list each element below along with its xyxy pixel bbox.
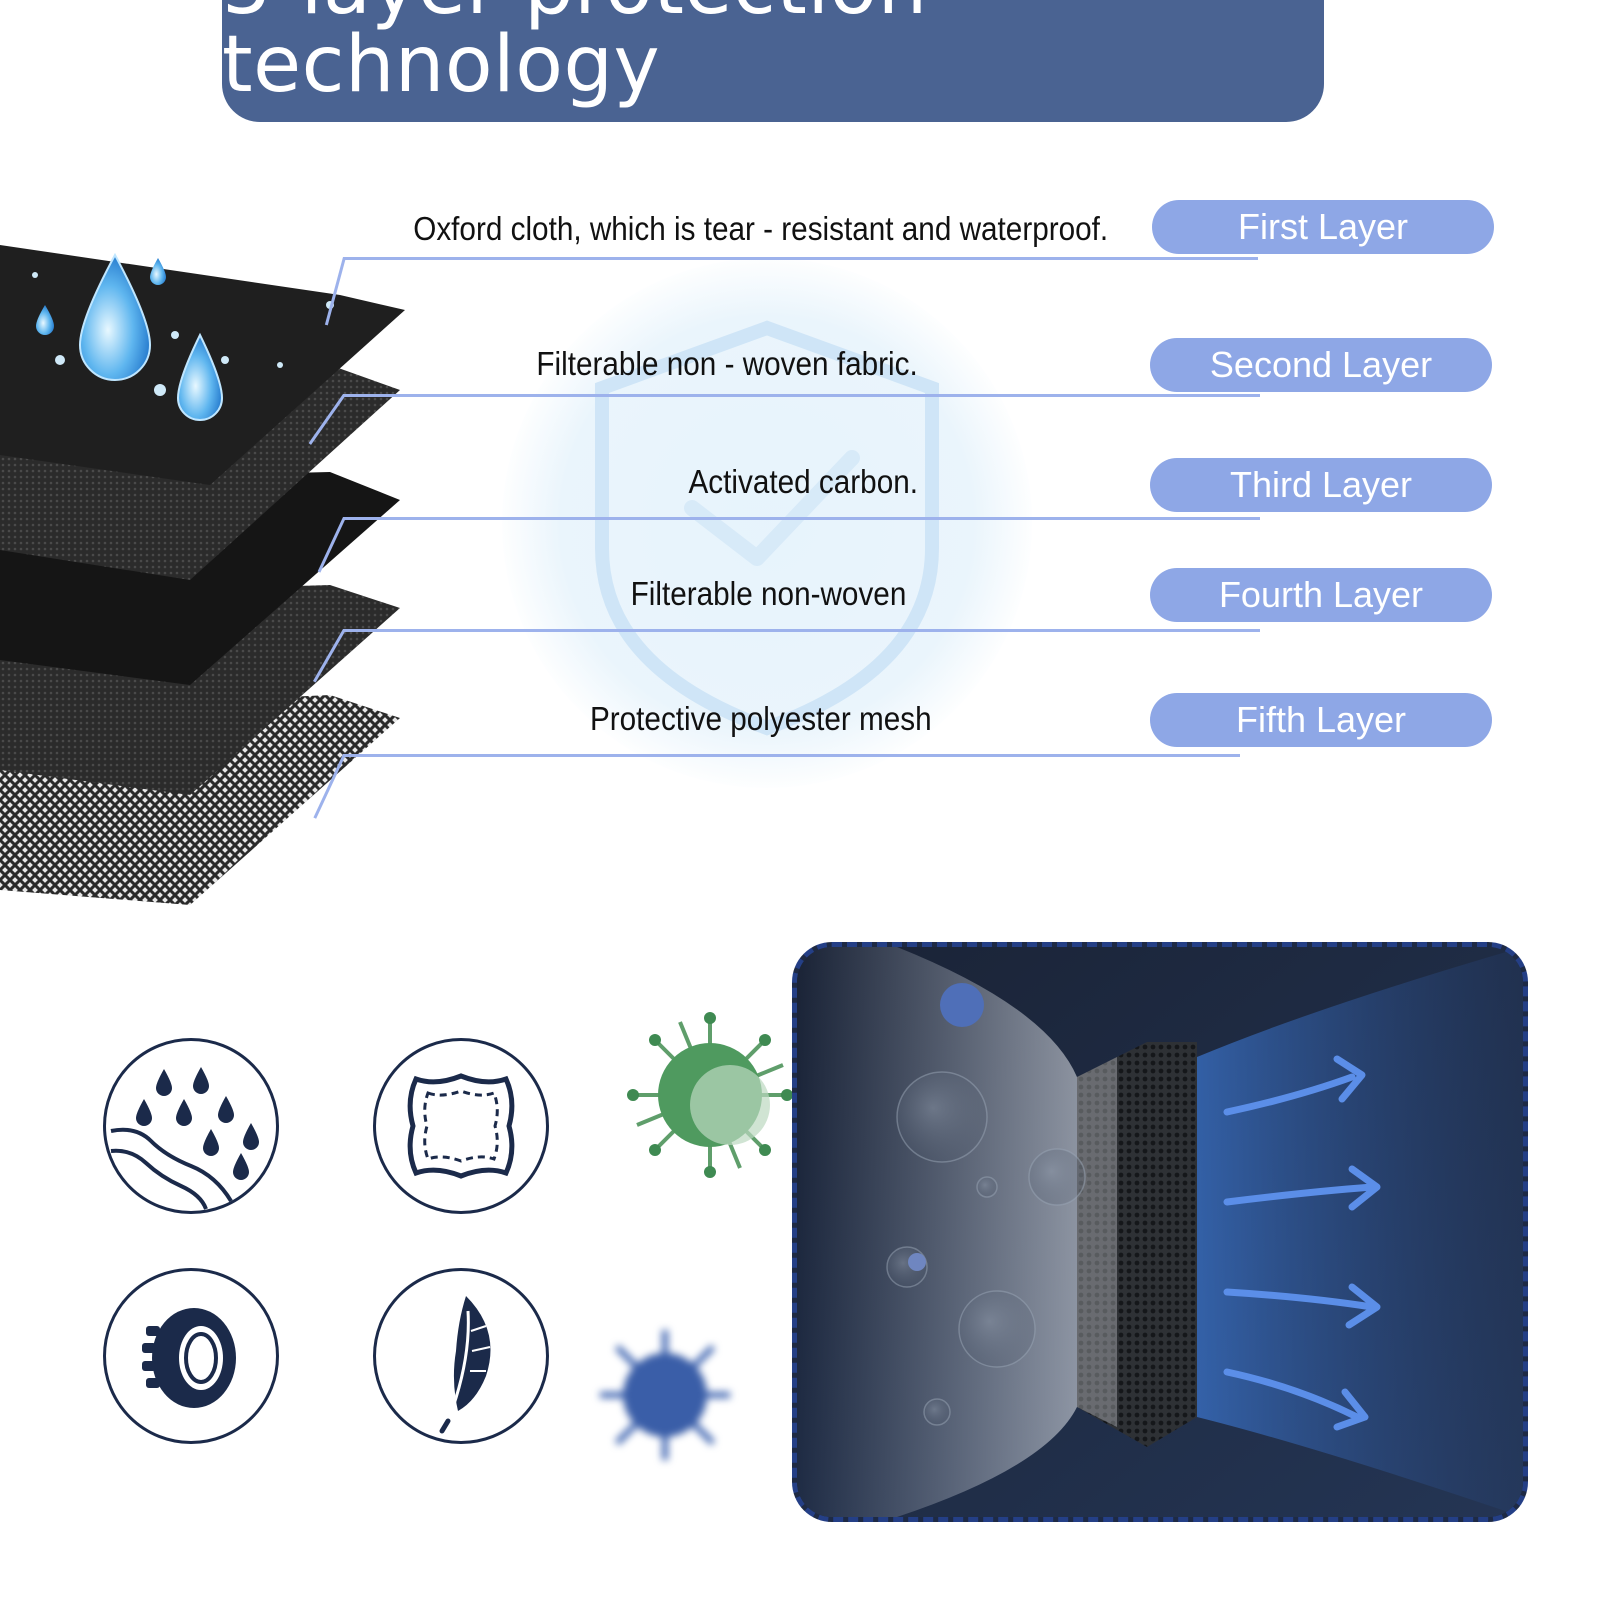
layer-desc-wrap: Oxford cloth, which is tear - resistant … (0, 210, 1108, 255)
layer-label-pill: Third Layer (1150, 458, 1492, 512)
blue-virus-icon (595, 1325, 735, 1465)
guide-line (343, 394, 1260, 397)
small-virus-icon (908, 983, 984, 1271)
title-banner: 5-layer protection technology (222, 0, 1324, 122)
layer-desc-wrap: Filterable non-woven (0, 575, 906, 620)
guide-line (343, 754, 1240, 757)
page-title: 5-layer protection technology (222, 0, 927, 110)
layer-row-3: Activated carbon. Third Layer (0, 458, 1600, 573)
layer-row-1: Oxford cloth, which is tear - resistant … (0, 200, 1600, 326)
layer-description: Activated carbon. (688, 463, 918, 500)
guide-line (343, 629, 1260, 632)
leather-icon (373, 1038, 549, 1214)
layer-label-pill: Fifth Layer (1150, 693, 1492, 747)
fabric-layer-stack (0, 240, 420, 930)
guide-line (343, 257, 1258, 260)
tire-durability-icon (103, 1268, 279, 1444)
layer-label-pill: Fourth Layer (1150, 568, 1492, 622)
waterproof-icon (103, 1038, 279, 1214)
layer-description: Protective polyester mesh (590, 700, 932, 737)
layer-label-pill: First Layer (1152, 200, 1494, 254)
green-virus-icon (625, 1010, 795, 1180)
layer-description: Filterable non - woven fabric. (536, 345, 918, 382)
layer-row-5: Protective polyester mesh Fifth Layer (0, 693, 1600, 819)
shield-watermark-icon (502, 258, 1032, 788)
layer-row-2: Filterable non - woven fabric. Second La… (0, 338, 1600, 445)
layer-desc-wrap: Filterable non - woven fabric. (0, 345, 918, 390)
feather-lightweight-icon (373, 1268, 549, 1444)
layer-row-4: Filterable non-woven Fourth Layer (0, 568, 1600, 683)
water-drops-icon (32, 252, 334, 421)
layer-description: Filterable non-woven (630, 575, 906, 612)
layer-desc-wrap: Activated carbon. (0, 463, 918, 508)
guide-line (343, 517, 1260, 520)
layer-label-pill: Second Layer (1150, 338, 1492, 392)
layer-desc-wrap: Protective polyester mesh (0, 700, 932, 745)
layer-description: Oxford cloth, which is tear - resistant … (413, 210, 1108, 247)
filtration-panel-image (792, 942, 1528, 1522)
